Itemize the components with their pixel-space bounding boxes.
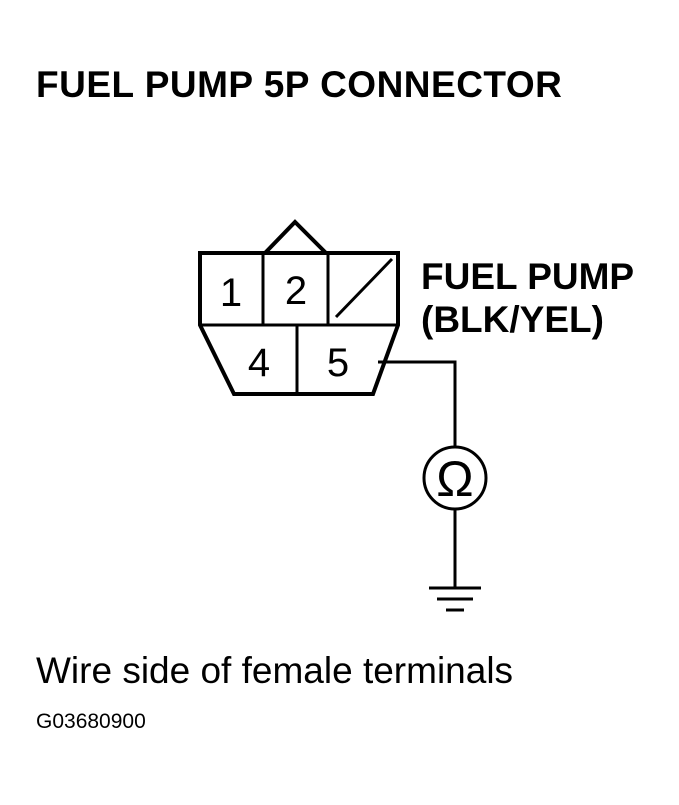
diagram-caption: Wire side of female terminals — [36, 650, 514, 691]
ohm-symbol: Ω — [436, 451, 473, 507]
terminal-4-number: 4 — [248, 341, 270, 385]
probe-wire-top — [378, 360, 457, 447]
terminal-3-unused-slash — [334, 257, 394, 319]
terminal-1-number: 1 — [220, 271, 242, 315]
ground-icon — [429, 586, 481, 612]
wire-color-label: (BLK/YEL) — [421, 299, 604, 340]
terminal-5-number: 5 — [327, 341, 349, 385]
figure-code: G03680900 — [36, 710, 146, 733]
diagram-title: FUEL PUMP 5P CONNECTOR — [36, 64, 563, 105]
fuel-pump-label: FUEL PUMP — [421, 256, 634, 297]
connector-key-tab — [263, 219, 328, 255]
terminal-2-number: 2 — [285, 269, 307, 313]
